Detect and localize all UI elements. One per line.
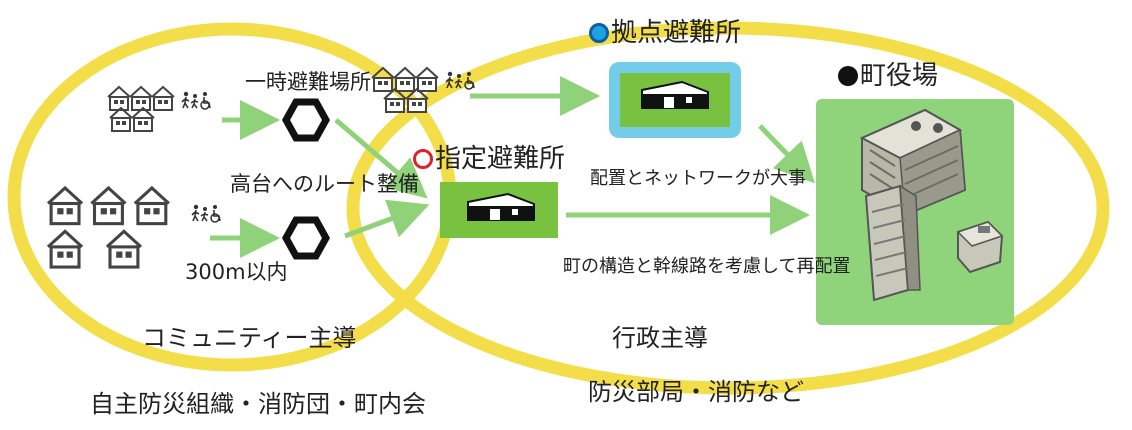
hub-shelter-text: 拠点避難所 [611, 18, 742, 48]
evacuating-people-icon [181, 91, 211, 110]
arrow-hex2-to-designated [344, 199, 430, 239]
admin-ellipse [346, 21, 1110, 395]
evacuating-people-icon [191, 204, 221, 223]
label-within-300m: 300m以内 [185, 260, 288, 284]
town-hall-mark-icon [838, 66, 858, 86]
label-designated-shelter: 指定避難所 [413, 146, 565, 172]
designated-shelter-mark-icon [413, 149, 433, 169]
flow-arrows [210, 76, 815, 258]
label-community-led: コミュニティー主導 [142, 324, 357, 352]
town-hall-text: 町役場 [860, 61, 939, 91]
arrow-hub-to-townhall [758, 124, 815, 184]
hub-shelter-mark-icon [589, 23, 609, 43]
label-admin-orgs: 防災部局・消防など [588, 378, 804, 406]
label-admin-led: 行政主導 [612, 324, 708, 352]
label-hub-shelter: 拠点避難所 [589, 20, 741, 46]
house-cluster-icon [46, 186, 171, 269]
label-temporary-evac-site: 一時避難場所 [245, 70, 371, 94]
label-placement-network: 配置とネットワークが大事 [590, 168, 806, 189]
label-community-orgs: 自主防災組織・消防団・町内会 [90, 390, 426, 418]
town-hall-building-icon [859, 108, 1004, 302]
hexagon-evac-site-icon [281, 216, 331, 260]
designated-shelter-text: 指定避難所 [435, 144, 566, 174]
hexagon-evac-site-icon [281, 98, 331, 142]
label-reposition: 町の構造と幹線路を考慮して再配置 [563, 256, 851, 277]
arrow-hex1-to-designated [334, 118, 428, 199]
label-town-hall: 町役場 [838, 63, 938, 89]
label-route-to-highland: 高台へのルート整備 [230, 172, 419, 196]
house-cluster-icon [107, 86, 175, 132]
